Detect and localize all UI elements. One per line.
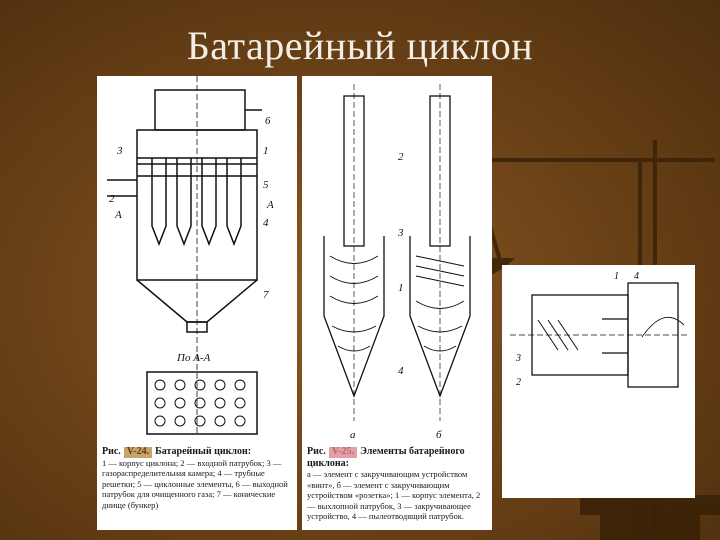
- cyclone-elements-drawing: 2 3 1 4 а б: [323, 84, 471, 441]
- fig24-label-2: 2: [109, 193, 115, 205]
- fig24-label-5: 5: [263, 179, 269, 191]
- fig24-label-a-left: А: [114, 209, 122, 221]
- fig24-label-3: 3: [116, 145, 123, 157]
- fig26-label-2: 2: [516, 377, 521, 388]
- fig24-section-label: По А-А: [176, 352, 211, 364]
- fig25-label-3: 3: [397, 227, 404, 239]
- caption-prefix: Рис.: [102, 446, 121, 457]
- fig25-label-b: б: [436, 429, 442, 441]
- caption-title: Элементы батарейного циклона:: [307, 446, 465, 469]
- slide-title: Батарейный циклон: [186, 23, 534, 68]
- caption-body: а — элемент с закручивающим устройством …: [307, 469, 481, 521]
- fig24-label-7: 7: [263, 289, 269, 301]
- fig26-label-3: 3: [515, 353, 521, 364]
- figure-v26-panel: 1 4 3 2: [502, 265, 695, 498]
- figure-v24-caption: Рис.V-24.Батарейный циклон: 1 — корпус ц…: [102, 446, 292, 510]
- fig25-label-1: 1: [398, 282, 404, 294]
- fig24-label-a-right: А: [266, 199, 274, 211]
- figure-v25-panel: 2 3 1 4 а б Рис.V-25.Элементы батарейног…: [302, 76, 492, 530]
- caption-title: Батарейный циклон:: [155, 446, 252, 457]
- fig25-label-2: 2: [398, 151, 404, 163]
- figure-v26-caption: Рис. V-26. Элемент прямоточного батарейн…: [508, 408, 689, 468]
- figure-v25-caption: Рис.V-25.Элементы батарейного циклона: а…: [307, 446, 487, 522]
- fig24-label-1: 1: [263, 145, 269, 157]
- straight-flow-element-drawing: 1 4 3 2: [510, 271, 688, 388]
- figure-number-badge: V-25.: [328, 446, 358, 458]
- caption-body: 1 — корпус циклона; 2 — входной патрубок…: [102, 457, 288, 510]
- figure-number-badge: V-24.: [123, 446, 153, 458]
- caption-prefix: Рис.: [307, 446, 326, 457]
- battery-cyclone-drawing: 6 1 3 5 2 4 А А 7 По А-А: [107, 76, 274, 436]
- figure-v24-panel: 6 1 3 5 2 4 А А 7 По А-А Рис.V-24.Батаре…: [97, 76, 297, 530]
- fig25-label-a: а: [350, 429, 356, 441]
- fig25-label-4: 4: [398, 365, 404, 377]
- fig24-label-4: 4: [263, 217, 269, 229]
- fig26-label-4: 4: [634, 271, 639, 282]
- fig24-label-6: 6: [265, 115, 271, 127]
- fig26-label-1: 1: [614, 271, 619, 282]
